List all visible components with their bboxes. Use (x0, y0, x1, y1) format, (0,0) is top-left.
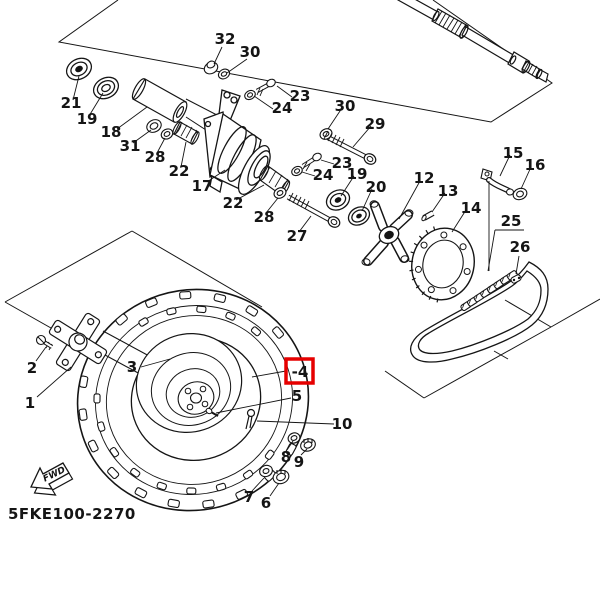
callout-26: 26 (510, 238, 531, 256)
callout-19a: 19 (77, 110, 98, 128)
drive-chain-25 (409, 261, 549, 363)
bearing-19b (325, 189, 351, 211)
callout-16: 16 (525, 156, 546, 174)
highlight-box-4: -4 (284, 357, 315, 385)
bearing-holder-1 (48, 312, 108, 372)
diagram-code: 5FKE100-2270 (8, 505, 136, 523)
washer-30a (217, 68, 231, 80)
callout-7: 7 (244, 488, 254, 506)
callout-19b: 19 (347, 165, 368, 183)
screw-2 (35, 334, 54, 349)
callout-4: -4 (292, 363, 309, 381)
spline-bush-22a (172, 121, 200, 145)
callout-27: 27 (287, 227, 308, 245)
bearing-19a (92, 76, 120, 100)
bolt-23b (301, 152, 322, 168)
wheel-rim-3 (130, 333, 262, 462)
callout-24a: 24 (272, 99, 293, 117)
nut-24a (244, 89, 256, 101)
nut-32 (203, 60, 219, 75)
callout-9: 9 (294, 453, 304, 471)
castle-nut-9 (300, 438, 316, 452)
callout-18: 18 (101, 123, 122, 141)
hub-stud-5 (205, 407, 219, 417)
wheel-hub-12 (361, 200, 414, 266)
washer-28a (160, 128, 174, 140)
nut-31 (146, 119, 162, 133)
seal-20 (347, 206, 371, 226)
callout-30a: 30 (240, 43, 261, 61)
nut-24b (291, 165, 303, 177)
callout-28b: 28 (254, 208, 275, 226)
axle-shaft (397, 0, 549, 83)
bolt-27 (286, 194, 341, 228)
fwd-arrow: FWD (30, 462, 74, 496)
cotter-pin-10 (245, 408, 256, 430)
callout-2: 2 (27, 359, 37, 377)
leader-lines (35, 46, 532, 497)
callout-13: 13 (438, 182, 459, 200)
callout-23b: 23 (332, 154, 353, 172)
nut-16 (512, 187, 528, 201)
callout-23a: 23 (290, 87, 311, 105)
callout-8: 8 (281, 448, 291, 466)
sprocket-14 (409, 226, 475, 303)
callout-22b: 22 (223, 194, 244, 212)
pin-13 (421, 210, 435, 222)
callout-25: 25 (501, 212, 522, 230)
callout-24b: 24 (313, 166, 334, 184)
callout-labels: 32 30 23 24 21 19 18 31 28 22 17 22 28 2… (25, 30, 546, 512)
callout-21: 21 (61, 94, 82, 112)
callout-14: 14 (461, 199, 482, 217)
callout-20: 20 (366, 178, 387, 196)
callout-25-bracket (487, 229, 524, 272)
callout-1: 1 (25, 394, 35, 412)
washer-28b (273, 187, 287, 199)
callout-15: 15 (503, 144, 524, 162)
callout-31: 31 (120, 137, 141, 155)
callout-12: 12 (414, 169, 435, 187)
master-link-26 (510, 274, 522, 284)
callout-5: 5 (292, 387, 302, 405)
washer-7 (259, 464, 273, 478)
washer-8 (287, 432, 301, 444)
tread-knobs (78, 290, 297, 509)
callout-29: 29 (365, 115, 386, 133)
callout-28a: 28 (145, 148, 166, 166)
castle-nut-6 (272, 469, 290, 485)
callout-30b: 30 (335, 97, 356, 115)
bearing-housing-17 (203, 89, 271, 195)
callout-22a: 22 (169, 162, 190, 180)
chain-guide-15 (480, 168, 515, 196)
callout-32: 32 (215, 30, 236, 48)
callout-3: 3 (127, 358, 137, 376)
chain-link-plates (460, 270, 518, 312)
callout-6: 6 (261, 494, 271, 512)
callout-17: 17 (192, 177, 213, 195)
bolt-thread-ticks (45, 87, 345, 351)
seal-21 (65, 57, 93, 81)
callout-10: 10 (332, 415, 353, 433)
axle-tube-18 (131, 78, 188, 123)
bolt-29 (321, 132, 377, 165)
